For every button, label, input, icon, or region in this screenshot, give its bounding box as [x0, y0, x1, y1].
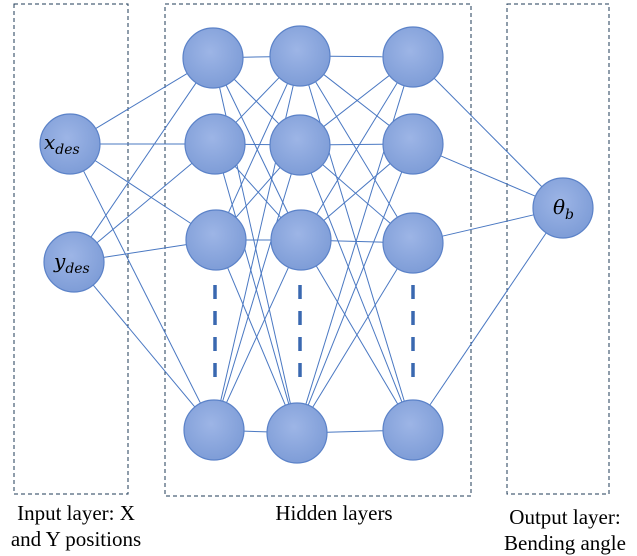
hidden1-node-2: [185, 114, 245, 174]
connection-l2-2-1: [324, 164, 390, 221]
hidden2-node-4: [267, 403, 327, 463]
output-layer-caption: Output layer: Bending angle: [490, 504, 637, 556]
hidden2-node-3: [271, 210, 331, 270]
connection-l2-1-3: [311, 173, 402, 402]
hidden3-node-1: [383, 27, 443, 87]
connection-l0-0-2: [95, 160, 191, 223]
connection-l2-1-0: [324, 75, 390, 126]
connection-l3-1-0: [441, 156, 536, 196]
connection-l0-0-0: [96, 73, 188, 128]
connection-l1-3-3: [244, 431, 267, 432]
hidden3-node-3: [383, 213, 443, 273]
neurons: [40, 26, 593, 463]
hidden1-node-4: [184, 400, 244, 460]
connection-l2-0-1: [324, 74, 390, 125]
connection-l0-1-2: [104, 245, 187, 258]
connection-l2-3-1: [308, 172, 402, 405]
connection-l0-1-1: [97, 163, 192, 242]
input-layer-caption: Input layer: X and Y positions: [0, 500, 152, 552]
hidden3-node-4: [383, 400, 443, 460]
connection-l0-1-0: [91, 83, 196, 237]
hidden1-node-3: [186, 210, 246, 270]
connection-l2-3-3: [327, 431, 383, 432]
output-layer-box: [507, 4, 609, 494]
ellipsis-dashes: [215, 285, 413, 385]
hidden3-node-2: [383, 114, 443, 174]
connection-l2-1-2: [323, 165, 391, 224]
connection-l3-0-0: [434, 78, 542, 186]
connection-l1-0-0: [243, 57, 270, 58]
hidden2-node-2: [270, 115, 330, 175]
connection-l3-2-0: [442, 215, 534, 236]
hidden2-node-1: [270, 26, 330, 86]
connection-l3-3-0: [430, 233, 546, 405]
connection-l0-1-3: [93, 285, 195, 407]
hidden1-node-1: [183, 28, 243, 88]
hidden-layers-caption: Hidden layers: [234, 500, 434, 526]
